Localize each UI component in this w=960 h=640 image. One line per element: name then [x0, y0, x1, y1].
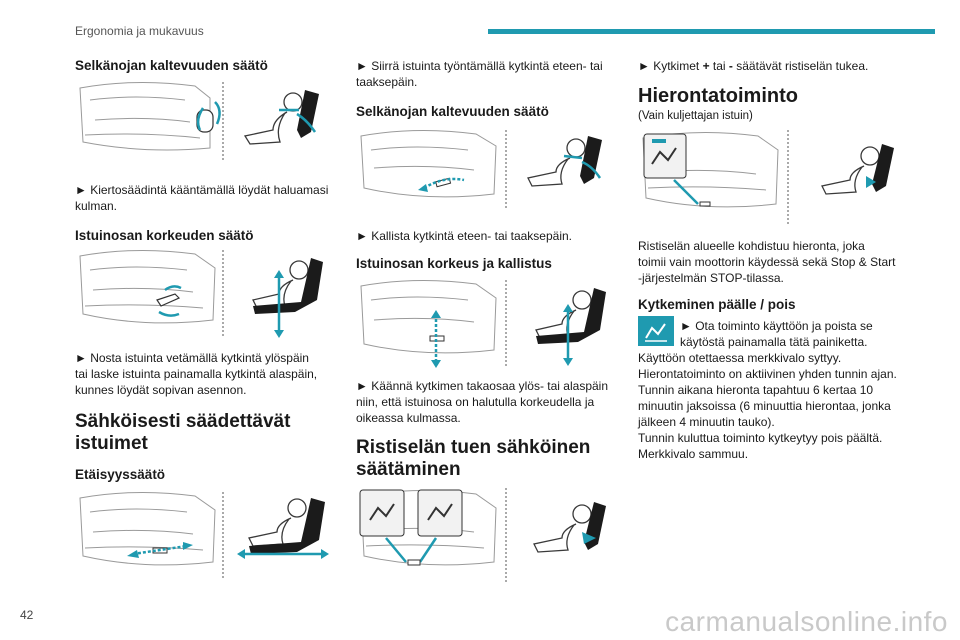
- text-massage-1: Ristiselän alueelle kohdistuu hieronta, …: [638, 239, 865, 253]
- massage-icon: [638, 316, 674, 346]
- figure-massage: [638, 128, 908, 228]
- figure-backrest-rotary: [75, 80, 335, 160]
- heading-lumbar-2: säätäminen: [356, 459, 461, 480]
- figure-backrest-electric: [356, 128, 616, 208]
- text-height-tilt-3: oikeassa kulmassa.: [356, 411, 461, 425]
- text-lumbar-switches: ► Kytkimet + tai - säätävät ristiselän t…: [638, 59, 869, 73]
- heading-backrest-tilt: Selkänojan kaltevuuden säätö: [75, 58, 268, 73]
- running-header: Ergonomia ja mukavuus: [75, 24, 204, 38]
- figure-distance-switch: [75, 490, 335, 582]
- text-height-3: kunnes löydät sopivan asennon.: [75, 383, 247, 397]
- text-onoff-4: Hierontatoiminto on aktiivinen yhden tun…: [638, 367, 897, 381]
- heading-lumbar-1: Ristiselän tuen sähköinen: [356, 437, 591, 458]
- text-onoff-3: Käyttöön otettaessa merkkivalo syttyy.: [638, 351, 842, 365]
- text-onoff-1: ► Ota toiminto käyttöön ja poista se: [680, 319, 873, 333]
- figure-height-tilt: [356, 278, 616, 368]
- text-onoff-9: Merkkivalo sammuu.: [638, 447, 749, 461]
- heading-distance: Etäisyyssäätö: [75, 467, 166, 482]
- heading-massage: Hierontatoiminto: [638, 85, 798, 107]
- heading-electric-seats-1: Sähköisesti säädettävät: [75, 411, 291, 432]
- figure-seat-height-lever: [75, 248, 335, 338]
- text-tilt: ► Kallista kytkintä eteen- tai taaksepäi…: [356, 229, 572, 243]
- watermark: carmanualsonline.info: [665, 606, 948, 637]
- height-lever-icon: [156, 293, 181, 307]
- text-onoff-2: käytöstä painamalla tätä painiketta.: [680, 335, 868, 349]
- heading-on-off: Kytkeminen päälle / pois: [638, 297, 796, 312]
- heading-height-tilt: Istuinosan korkeus ja kallistus: [356, 256, 552, 271]
- text-backrest-1: ► Kiertosäädintä kääntämällä löydät halu…: [75, 183, 329, 197]
- text-onoff-8: Tunnin kuluttua toiminto kytkeytyy pois …: [638, 431, 883, 445]
- text-massage-2: toimii vain moottorin käydessä sekä Stop…: [638, 255, 896, 269]
- text-slide-1: ► Siirrä istuinta työntämällä kytkintä e…: [356, 59, 603, 73]
- heading-electric-seats-2: istuimet: [75, 433, 148, 454]
- text-massage-3: -järjestelmän STOP-tilassa.: [638, 271, 784, 285]
- figure-lumbar-buttons: [356, 486, 616, 586]
- text-slide-2: taaksepäin.: [356, 75, 418, 89]
- text-height-2: tai laske istuinta painamalla kytkintä a…: [75, 367, 318, 381]
- text-height-1: ► Nosta istuinta vetämällä kytkintä ylös…: [75, 351, 309, 365]
- text-backrest-2: kulman.: [75, 199, 118, 213]
- text-height-tilt-1: ► Käännä kytkimen takaosaa ylös- tai ala…: [356, 379, 609, 393]
- heading-seat-height: Istuinosan korkeuden säätö: [75, 228, 254, 243]
- text-height-tilt-2: niin, että istuinosa on halutulla korkeu…: [356, 395, 595, 409]
- text-onoff-6: minuutin jaksoissa (6 minuuttia hieronta…: [638, 399, 891, 413]
- text-driver-only: (Vain kuljettajan istuin): [638, 110, 753, 122]
- header-accent-bar: [488, 29, 935, 34]
- text-onoff-7: jälkeen 4 minuutin tauko).: [638, 415, 775, 429]
- text-onoff-5: Tunnin aikana hieronta tapahtuu 6 kertaa…: [638, 383, 874, 397]
- heading-backrest-electric: Selkänojan kaltevuuden säätö: [356, 104, 549, 119]
- page-number: 42: [20, 608, 34, 622]
